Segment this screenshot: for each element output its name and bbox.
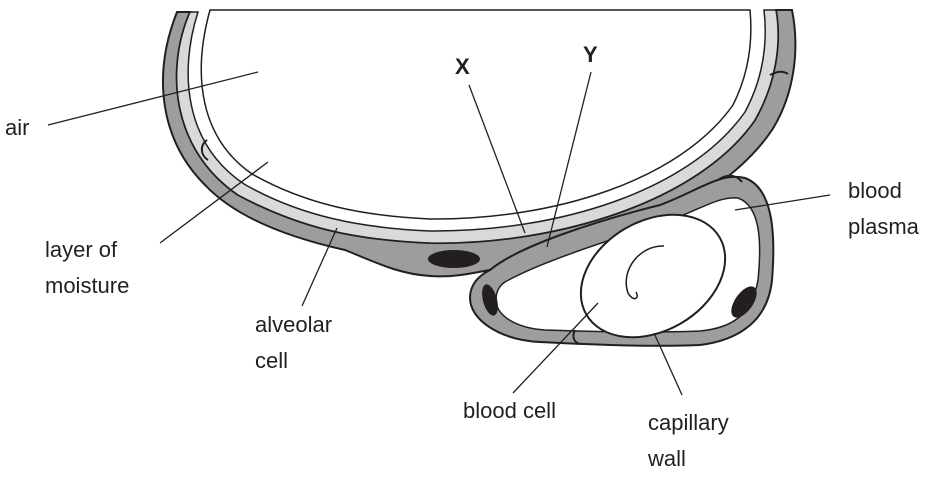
label-moisture-line2: moisture	[45, 273, 129, 298]
label-plasma-line1: blood	[848, 178, 902, 203]
label-capillary-line1: capillary	[648, 410, 729, 435]
label-blood-cell: blood cell	[463, 398, 556, 423]
label-x: X	[455, 54, 470, 79]
label-alveolar-line2: cell	[255, 348, 288, 373]
label-y: Y	[583, 42, 598, 67]
label-alveolar-line1: alveolar	[255, 312, 332, 337]
label-air: air	[5, 115, 29, 140]
label-plasma-line2: plasma	[848, 214, 920, 239]
alveolar-nucleus	[428, 250, 480, 268]
label-capillary-line2: wall	[647, 446, 686, 471]
label-moisture-line1: layer of	[45, 237, 118, 262]
